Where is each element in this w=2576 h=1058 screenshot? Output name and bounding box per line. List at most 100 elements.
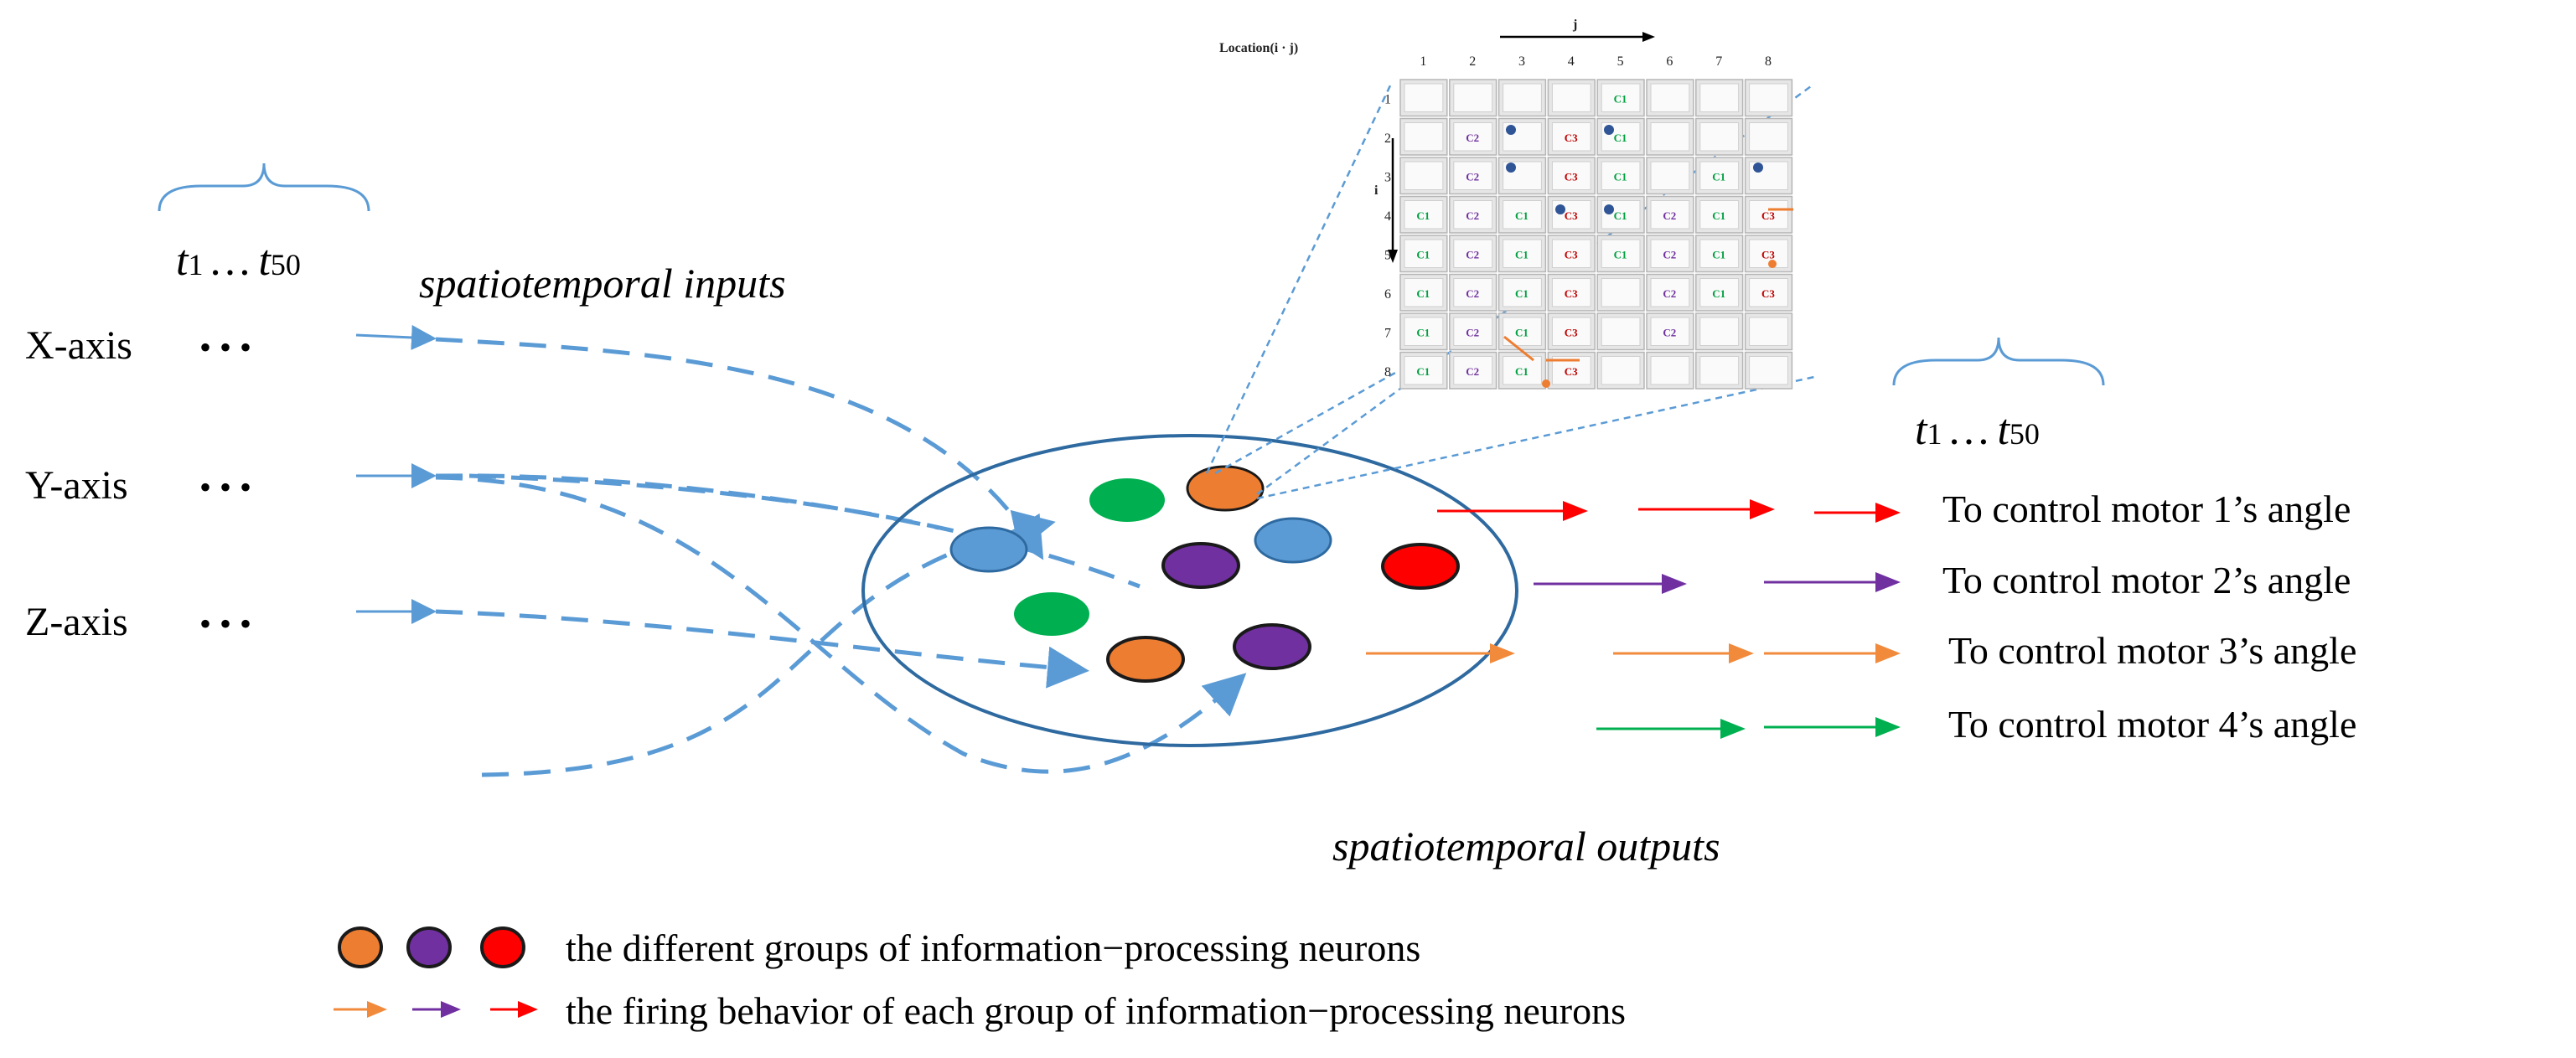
legend-firing: the firing behavior of each group of inf… — [334, 989, 1626, 1032]
grid-row-label: 5 — [1384, 248, 1391, 262]
grid-dot — [1768, 260, 1777, 268]
output-time-label: t1…t50 — [1915, 406, 2040, 454]
z-axis-label: Z-axis — [25, 600, 128, 644]
legend-arrowhead-orange — [367, 1001, 387, 1018]
grid-cell-inner — [1699, 278, 1740, 307]
grid-row-label: 7 — [1384, 326, 1391, 340]
motor-2-label: To control motor 2’s angle — [1942, 559, 2351, 601]
spatiotemporal-inputs-label: spatiotemporal inputs — [419, 260, 786, 307]
grid-cell-inner — [1699, 122, 1740, 152]
neurons — [949, 465, 1460, 683]
input-time-range: t1…t50 — [158, 163, 370, 285]
motor-3-arrows — [1366, 643, 1901, 663]
grid-cell-inner — [1650, 317, 1690, 346]
grid-cell-label: C2 — [1466, 132, 1479, 144]
grid-row-label: 3 — [1384, 170, 1391, 184]
grid-cell-inner — [1404, 83, 1444, 112]
grid-dash — [1503, 335, 1534, 362]
grid-cell-inner — [1650, 278, 1690, 307]
grid-cell-inner — [1551, 239, 1591, 268]
grid-dot — [1604, 204, 1614, 214]
grid-cell-label: C1 — [1416, 209, 1430, 222]
grid-cell-inner — [1404, 278, 1444, 307]
grid-cell-label: C3 — [1565, 132, 1578, 144]
neuron-blue-2 — [1254, 517, 1332, 564]
motor-1-label: To control motor 1’s angle — [1942, 488, 2351, 530]
grid-cell-inner — [1453, 122, 1493, 152]
grid-cell-inner — [1650, 83, 1690, 112]
grid-cell-label: C2 — [1663, 248, 1676, 261]
motor-4-label: To control motor 4’s angle — [1948, 703, 2356, 746]
grid-cell-label: C1 — [1416, 365, 1430, 378]
grid-cell-label: C1 — [1515, 326, 1529, 338]
grid-cell-inner — [1551, 122, 1591, 152]
firing-arrowhead — [1875, 503, 1901, 523]
grid-cell-inner — [1650, 200, 1690, 230]
grid-col-label: 2 — [1469, 54, 1476, 69]
grid-firing-marks — [1503, 125, 1793, 388]
grid-row-label: 2 — [1384, 132, 1391, 146]
firing-arrowhead — [1563, 501, 1588, 521]
firing-arrowhead — [1729, 643, 1754, 663]
legend-neuron-groups-text: the different groups of information−proc… — [566, 926, 1420, 969]
grid-row-label: 4 — [1384, 209, 1391, 224]
neuron-purple-2 — [1233, 623, 1311, 670]
firing-arrowhead — [1875, 643, 1901, 663]
legend-firing-text: the firing behavior of each group of inf… — [566, 989, 1626, 1032]
grid-cell-inner — [1650, 356, 1690, 385]
grid-dot — [1506, 125, 1516, 135]
grid-col-label: 8 — [1765, 54, 1772, 69]
input-time-label: t1…t50 — [176, 237, 301, 285]
x-axis-label: X-axis — [25, 323, 132, 368]
grid-cell-label: C1 — [1515, 248, 1529, 261]
motor-3-label: To control motor 3’s angle — [1948, 629, 2356, 672]
grid-dot — [1506, 163, 1516, 173]
grid-cell-inner — [1601, 317, 1641, 346]
grid-cell-label: C3 — [1761, 209, 1775, 222]
grid-cell-label: C3 — [1565, 365, 1578, 378]
x-input-arrow — [355, 324, 437, 350]
x-to-neuron-connection — [435, 337, 1044, 560]
firing-arrowhead — [1662, 574, 1687, 594]
grid-row-label: 6 — [1384, 287, 1391, 302]
axis-labels: X-axis • • • Y-axis • • • Z-axis • • • — [25, 323, 251, 644]
grid-col-label: 5 — [1617, 54, 1624, 69]
z-to-orange-connection — [435, 609, 1089, 689]
grid-cell-inner — [1453, 278, 1493, 307]
neuron-blue-1 — [949, 526, 1028, 573]
grid-dot — [1555, 204, 1565, 214]
legend-arrowhead-purple — [441, 1001, 461, 1018]
y-to-cluster-connection — [435, 473, 939, 530]
input-time-brace — [158, 163, 370, 212]
neuron-orange-1 — [1186, 465, 1265, 512]
grid-col-label: 3 — [1518, 54, 1525, 69]
grid-col-label: 7 — [1715, 54, 1722, 69]
grid-cell-inner — [1601, 356, 1641, 385]
grid-cell-inner — [1699, 239, 1740, 268]
legend-swatch-red — [480, 926, 525, 968]
motor-labels: To control motor 1’s angle To control mo… — [1942, 488, 2356, 746]
grid-cell-label: C3 — [1565, 326, 1578, 338]
grid-col-axis-arrowhead — [1642, 32, 1655, 42]
grid-cell-label: C1 — [1515, 365, 1529, 378]
grid-row-axis-label: i — [1374, 183, 1379, 198]
legend-arrowhead-red — [518, 1001, 538, 1018]
legend-neuron-groups: the different groups of information−proc… — [338, 926, 1420, 969]
output-arrows — [1366, 499, 1901, 739]
grid-cell-inner — [1650, 122, 1690, 152]
neuron-purple-1 — [1161, 542, 1240, 589]
firing-arrowhead — [1875, 717, 1901, 737]
grid-cell-inner — [1453, 161, 1493, 190]
grid-cell-label: C1 — [1515, 209, 1529, 222]
grid-cell-inner — [1551, 317, 1591, 346]
grid-dot — [1542, 379, 1550, 388]
grid-cell-inner — [1601, 278, 1641, 307]
grid-cell-label: C2 — [1466, 326, 1479, 338]
firing-arrowhead — [1720, 719, 1746, 739]
grid-cell-label: C3 — [1565, 209, 1578, 222]
grid-cell-label: C1 — [1712, 170, 1725, 183]
grid-col-label: 4 — [1568, 54, 1575, 69]
